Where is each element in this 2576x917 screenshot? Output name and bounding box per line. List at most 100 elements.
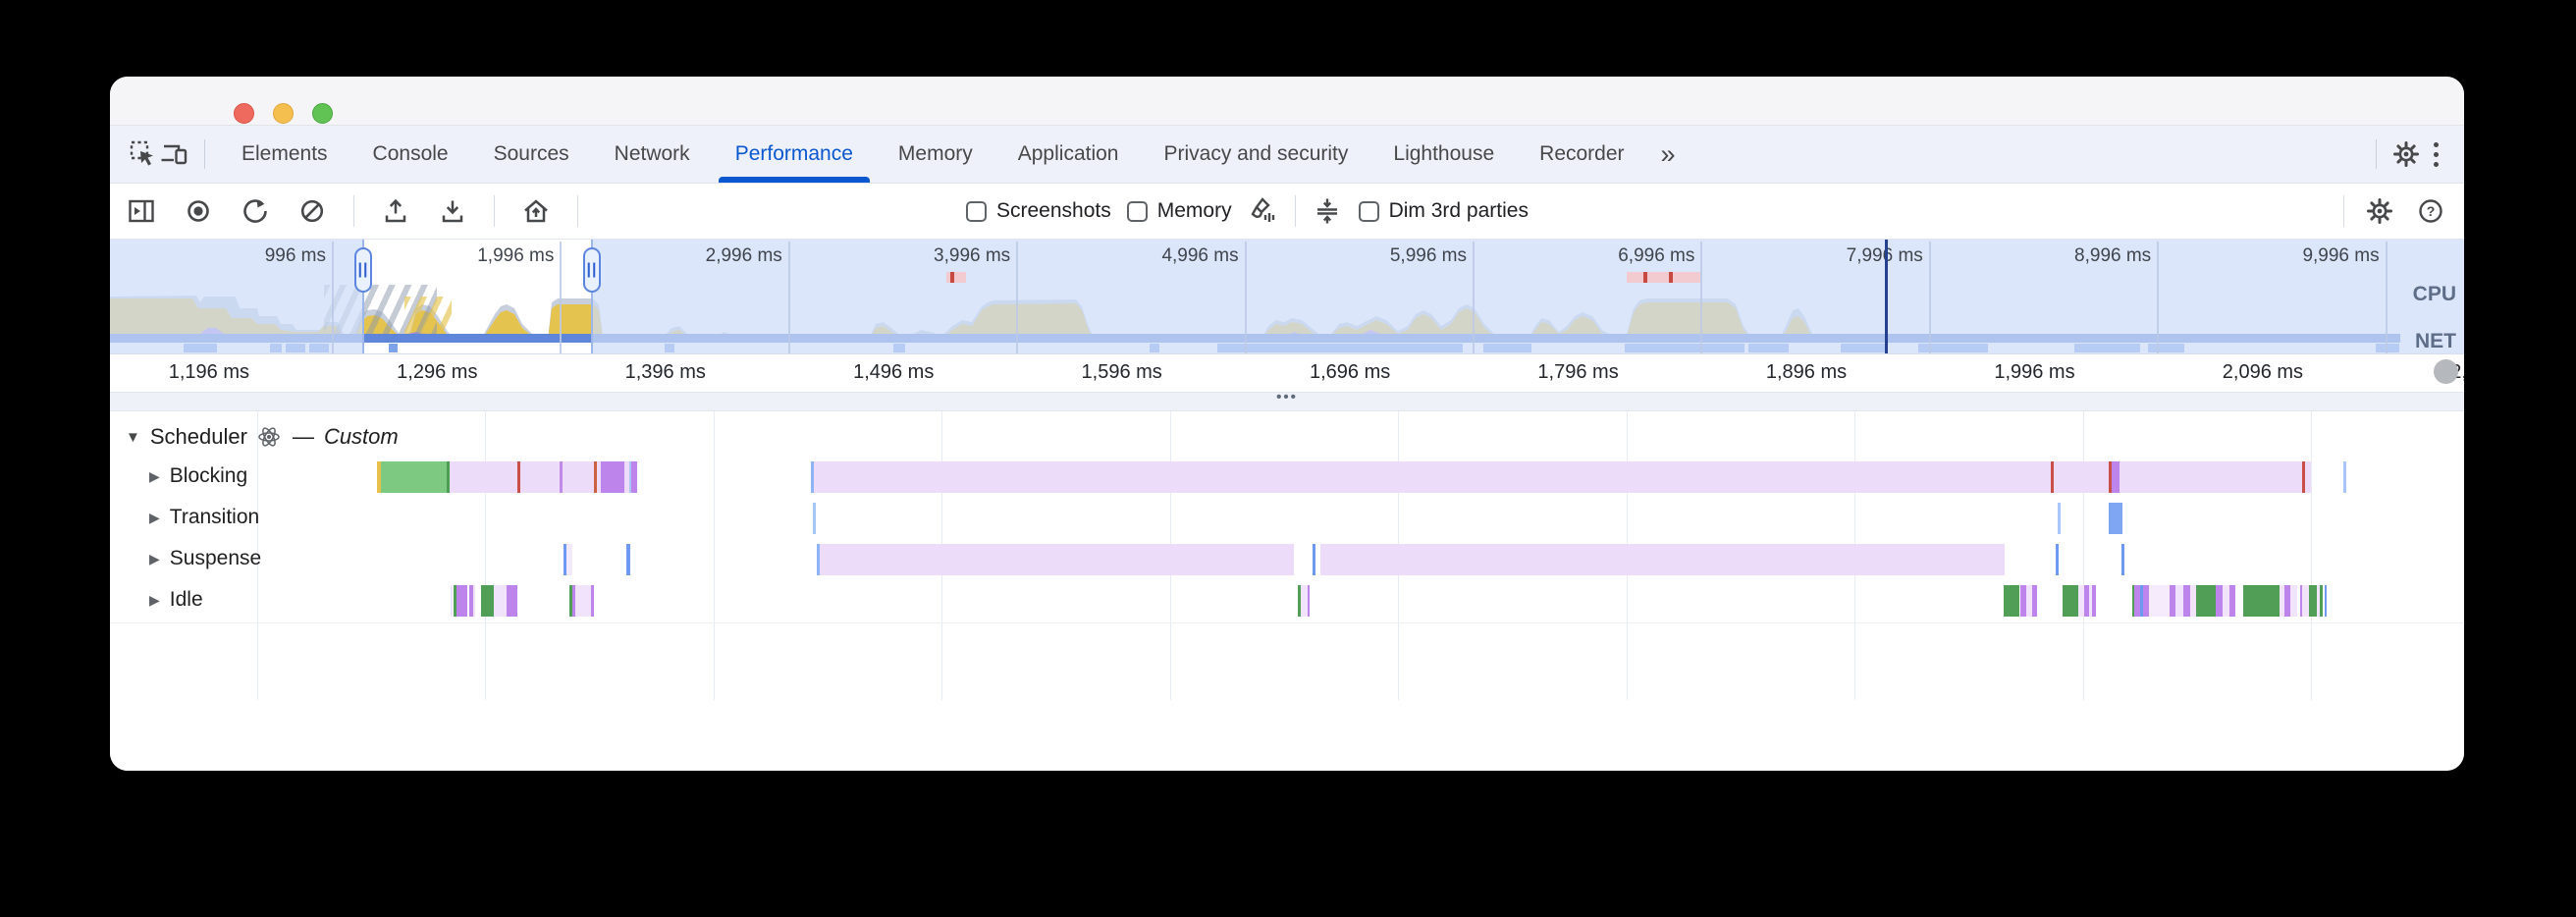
flame-segment[interactable] bbox=[2325, 585, 2327, 617]
flame-segment[interactable] bbox=[517, 461, 520, 493]
flame-segment[interactable] bbox=[2026, 585, 2032, 617]
memory-checkbox[interactable] bbox=[1126, 200, 1148, 222]
flame-segment[interactable] bbox=[2284, 585, 2290, 617]
screenshots-toggle[interactable]: Screenshots bbox=[966, 199, 1111, 223]
track-row-suspense[interactable]: ▶Suspense bbox=[149, 547, 261, 570]
flame-segment[interactable] bbox=[2051, 461, 2054, 493]
flame-segment[interactable] bbox=[2084, 585, 2089, 617]
flame-segment[interactable] bbox=[450, 461, 517, 493]
flame-segment[interactable] bbox=[2170, 585, 2175, 617]
flame-chart-area[interactable]: ▼ Scheduler — Custom ▶Blocking▶Transitio… bbox=[110, 411, 2464, 700]
flame-segment[interactable] bbox=[451, 585, 453, 617]
flame-segment[interactable] bbox=[1301, 585, 1308, 617]
flame-segment[interactable] bbox=[814, 461, 2051, 493]
flame-segment[interactable] bbox=[813, 503, 816, 534]
flame-segment[interactable] bbox=[520, 461, 560, 493]
flame-segment[interactable] bbox=[2317, 585, 2320, 617]
flame-segment[interactable] bbox=[2243, 585, 2280, 617]
flame-segment[interactable] bbox=[2063, 585, 2078, 617]
flame-segment[interactable] bbox=[564, 544, 566, 575]
flame-segment[interactable] bbox=[456, 585, 467, 617]
flame-segment[interactable] bbox=[2216, 585, 2223, 617]
flame-segment[interactable] bbox=[2092, 585, 2096, 617]
tab-network[interactable]: Network bbox=[614, 142, 690, 165]
flame-segment[interactable] bbox=[2183, 585, 2190, 617]
track-row-transition[interactable]: ▶Transition bbox=[149, 506, 259, 529]
dim-3rd-parties-checkbox[interactable] bbox=[1358, 200, 1379, 222]
tab-console[interactable]: Console bbox=[372, 142, 449, 165]
flame-segment[interactable] bbox=[381, 461, 447, 493]
settings-gear-icon[interactable] bbox=[2390, 138, 2422, 170]
tab-privacy-and-security[interactable]: Privacy and security bbox=[1163, 142, 1349, 165]
flame-segment[interactable] bbox=[454, 585, 456, 617]
flame-segment[interactable] bbox=[507, 585, 517, 617]
flame-segment[interactable] bbox=[624, 461, 629, 493]
flame-segment[interactable] bbox=[2309, 585, 2317, 617]
flame-segment[interactable] bbox=[2305, 461, 2311, 493]
flame-segment[interactable] bbox=[560, 461, 563, 493]
track-row-blocking[interactable]: ▶Blocking bbox=[149, 464, 247, 488]
flame-segment[interactable] bbox=[597, 461, 601, 493]
flame-segment[interactable] bbox=[2302, 585, 2309, 617]
flame-segment[interactable] bbox=[2058, 503, 2061, 534]
flame-segment[interactable] bbox=[2300, 585, 2302, 617]
flame-segment[interactable] bbox=[2109, 503, 2122, 534]
flame-segment[interactable] bbox=[473, 585, 475, 617]
flame-segment[interactable] bbox=[469, 585, 473, 617]
flame-segment[interactable] bbox=[2190, 585, 2196, 617]
collapse-triangle-icon[interactable]: ▼ bbox=[126, 428, 140, 446]
tab-elements[interactable]: Elements bbox=[242, 142, 328, 165]
capture-settings-gear-icon[interactable] bbox=[2364, 195, 2395, 227]
flame-segment[interactable] bbox=[2290, 585, 2297, 617]
help-icon[interactable]: ? bbox=[2415, 195, 2446, 227]
record-and-reload-icon[interactable] bbox=[240, 195, 271, 227]
flame-segment[interactable] bbox=[820, 544, 1294, 575]
flame-segment[interactable] bbox=[591, 585, 594, 617]
flame-segment[interactable] bbox=[817, 544, 820, 575]
inspect-element-icon[interactable] bbox=[128, 138, 159, 170]
flame-segment[interactable] bbox=[2089, 585, 2092, 617]
flame-segment[interactable] bbox=[1298, 585, 1301, 617]
flame-segment[interactable] bbox=[626, 544, 630, 575]
more-panels-button[interactable]: » bbox=[1660, 138, 1676, 169]
zoom-window-button[interactable] bbox=[312, 103, 333, 124]
record-icon[interactable] bbox=[183, 195, 214, 227]
expand-triangle-icon[interactable]: ▶ bbox=[149, 467, 160, 484]
flame-segment[interactable] bbox=[2134, 585, 2140, 617]
flame-segment[interactable] bbox=[2229, 585, 2235, 617]
live-metrics-home-icon[interactable] bbox=[520, 195, 552, 227]
memory-toggle[interactable]: Memory bbox=[1126, 199, 1232, 223]
expand-triangle-icon[interactable]: ▶ bbox=[149, 550, 160, 566]
flame-segment[interactable] bbox=[2149, 585, 2170, 617]
flame-segment[interactable] bbox=[2109, 461, 2112, 493]
dim-3rd-parties-toggle[interactable]: Dim 3rd parties bbox=[1358, 199, 1529, 223]
flame-segment[interactable] bbox=[447, 461, 450, 493]
tab-lighthouse[interactable]: Lighthouse bbox=[1393, 142, 1495, 165]
flame-segment[interactable] bbox=[377, 461, 381, 493]
flame-segment[interactable] bbox=[572, 585, 575, 617]
flame-segment[interactable] bbox=[563, 461, 594, 493]
flame-segment[interactable] bbox=[1313, 544, 1315, 575]
scrollbar-thumb[interactable] bbox=[2434, 359, 2458, 384]
flame-segment[interactable] bbox=[566, 544, 572, 575]
flame-segment[interactable] bbox=[2175, 585, 2183, 617]
save-profile-icon[interactable] bbox=[437, 195, 468, 227]
tab-performance[interactable]: Performance bbox=[713, 126, 876, 183]
flame-segment[interactable] bbox=[481, 585, 494, 617]
expand-triangle-icon[interactable]: ▶ bbox=[149, 591, 160, 608]
flame-segment[interactable] bbox=[2078, 585, 2084, 617]
tab-recorder[interactable]: Recorder bbox=[1539, 142, 1625, 165]
flame-segment[interactable] bbox=[2004, 585, 2019, 617]
flame-segment[interactable] bbox=[2132, 585, 2134, 617]
device-toolbar-icon[interactable] bbox=[159, 138, 190, 170]
selection-handle-left[interactable]: || bbox=[354, 247, 372, 293]
flame-segment[interactable] bbox=[1308, 585, 1310, 617]
toggle-sidebar-icon[interactable] bbox=[126, 195, 157, 227]
flame-segment[interactable] bbox=[569, 585, 572, 617]
flame-segment[interactable] bbox=[594, 461, 597, 493]
flame-segment[interactable] bbox=[601, 461, 624, 493]
collapse-sections-icon[interactable] bbox=[1312, 195, 1343, 227]
flame-segment[interactable] bbox=[2280, 585, 2284, 617]
flame-segment[interactable] bbox=[2032, 585, 2037, 617]
